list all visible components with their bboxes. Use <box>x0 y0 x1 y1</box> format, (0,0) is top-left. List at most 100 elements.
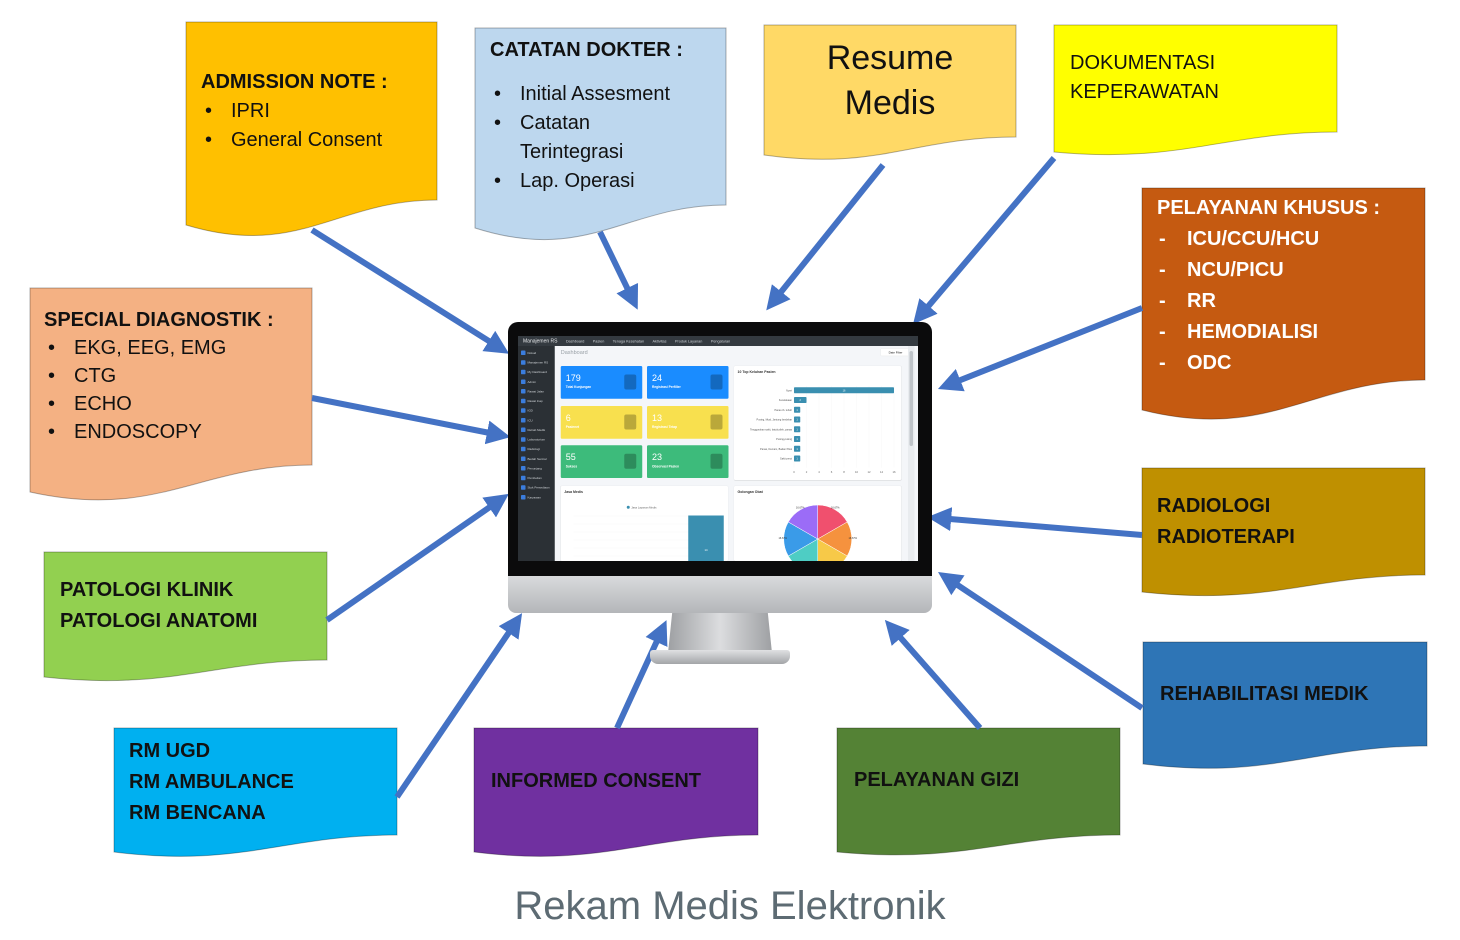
sidebar-item[interactable]: ICU <box>518 415 555 425</box>
category-label: Pusing-pusing <box>776 438 792 441</box>
category-label: Pusing, Mual, Jantung berdebar <box>757 419 793 422</box>
nav-item[interactable]: Pasien <box>592 338 605 344</box>
nav-item[interactable]: Produk Layanan <box>675 338 703 344</box>
menu-icon <box>521 408 526 413</box>
sidebar-item[interactable]: Radiologi <box>518 444 555 454</box>
list-item: Initial Assesment <box>490 80 683 109</box>
list-item: RR <box>1157 286 1380 317</box>
sidebar-item[interactable]: Rawat Inap <box>518 396 555 406</box>
arrow <box>766 163 886 311</box>
slice-label: 16.67% <box>849 537 858 540</box>
sidebar-item[interactable]: Penunjang <box>518 464 555 474</box>
nav-item[interactable]: Dashboard <box>565 338 585 344</box>
bar <box>794 455 801 462</box>
stat-value: 13 <box>652 412 663 423</box>
list-item: ENDOSCOPY <box>44 418 274 446</box>
menu-icon <box>521 494 526 500</box>
callout-line: RADIOLOGI <box>1157 495 1271 517</box>
admission-note-callout: ADMISSION NOTE : IPRI General Consent <box>201 68 388 155</box>
scrollbar[interactable] <box>908 346 915 561</box>
sidebar-item[interactable]: Rawat Jalan <box>518 387 555 397</box>
category-label: Tenggorokan sakit, batuk pilek, panas <box>750 428 793 431</box>
list-item: NCU/PICU <box>1157 255 1380 286</box>
sidebar-item[interactable]: Pembelian <box>518 473 555 483</box>
bar <box>794 406 801 413</box>
sidebar-item[interactable]: Rehab Medik <box>518 425 555 435</box>
avatar-icon <box>624 374 637 390</box>
date-filter-button[interactable]: Date Filter <box>880 348 911 356</box>
patologi-callout: PATOLOGI KLINIK PATOLOGI ANATOMI <box>60 575 257 637</box>
tick-label: 8 <box>843 470 845 474</box>
sidebar-item[interactable]: Stok Persediaan <box>518 483 555 493</box>
sidebar-item[interactable]: Karyawan <box>518 492 555 502</box>
tick-label: 12 <box>867 470 871 474</box>
sidebar-item[interactable]: Dokud <box>518 348 555 358</box>
callout-line: RM UGD <box>129 740 211 762</box>
callout-title: SPECIAL DIAGNOSTIK : <box>44 309 274 331</box>
callout-line: Medis <box>844 84 936 122</box>
callout-title: PELAYANAN KHUSUS : <box>1157 197 1381 219</box>
sidebar-item[interactable]: Manajemen RS <box>518 358 555 368</box>
pie-slice <box>787 504 818 540</box>
menu-icon <box>521 456 526 461</box>
sidebar-item-label: Laboratorium <box>527 437 546 442</box>
avatar-icon <box>624 453 637 469</box>
sidebar-item-label: Rehab Medik <box>527 428 546 432</box>
sidebar-item[interactable]: Admin <box>518 377 555 387</box>
sidebar-item-label: My Dashboard <box>527 370 548 374</box>
menu-icon <box>521 379 526 384</box>
sidebar-item[interactable]: Bedah Sentral <box>518 454 555 464</box>
stat-label: Registrasi Tetap <box>652 425 678 429</box>
arrow <box>884 619 983 730</box>
brand[interactable]: Manajemen RS <box>523 338 558 344</box>
callout-line: Resume <box>826 39 954 77</box>
arrow <box>394 613 523 799</box>
callout-line: INFORMED CONSENT <box>491 770 701 792</box>
list-item-continuation: Terintegrasi <box>520 141 624 163</box>
callout-shape-ugd <box>113 727 398 857</box>
nav-item[interactable]: Tenaga Kesehatan <box>612 338 645 344</box>
stat-label: Total Kunjungan <box>565 385 592 389</box>
stat-value: 179 <box>565 372 581 383</box>
arrow <box>597 230 639 310</box>
callout-line: RM BENCANA <box>129 802 266 824</box>
sidebar-item[interactable]: My Dashboard <box>518 367 555 377</box>
category-label: Sakit perut <box>780 458 792 461</box>
callout-line: RADIOTERAPI <box>1157 526 1295 548</box>
diagram-caption: Rekam Medis Elektronik <box>514 884 946 928</box>
sidebar-item[interactable]: IGD <box>518 406 555 416</box>
menu-icon <box>521 369 526 375</box>
callout-shape-dokumentasi <box>1053 24 1338 156</box>
data-label: 2 <box>800 399 802 402</box>
arrow <box>325 493 509 623</box>
menu-icon <box>521 350 526 356</box>
arrow <box>310 227 510 354</box>
nav-item[interactable]: Aktivitas <box>652 338 667 344</box>
sidebar-item-label: Karyawan <box>527 495 541 499</box>
arrow <box>614 620 668 730</box>
nav-item[interactable]: Pengaturan <box>710 338 731 344</box>
list-item: ICU/CCU/HCU <box>1157 224 1380 255</box>
list-item: General Consent <box>201 126 388 155</box>
category-label: Panas, Demam, Badan Pilek <box>760 448 793 451</box>
arrow <box>927 507 1143 538</box>
callout-shape-patologi <box>43 551 328 682</box>
panel-title: 10 Top Keluhan Pasien <box>737 369 776 374</box>
tick-label: 6 <box>831 470 833 474</box>
sidebar-item[interactable]: Laboratorium <box>518 435 555 445</box>
arrow <box>937 305 1144 392</box>
avatar-icon <box>710 414 723 430</box>
callout-line: RM AMBULANCE <box>129 771 294 793</box>
sidebar-item-label: Manajemen RS <box>527 360 549 365</box>
sidebar-item-label: ICU <box>527 418 533 422</box>
